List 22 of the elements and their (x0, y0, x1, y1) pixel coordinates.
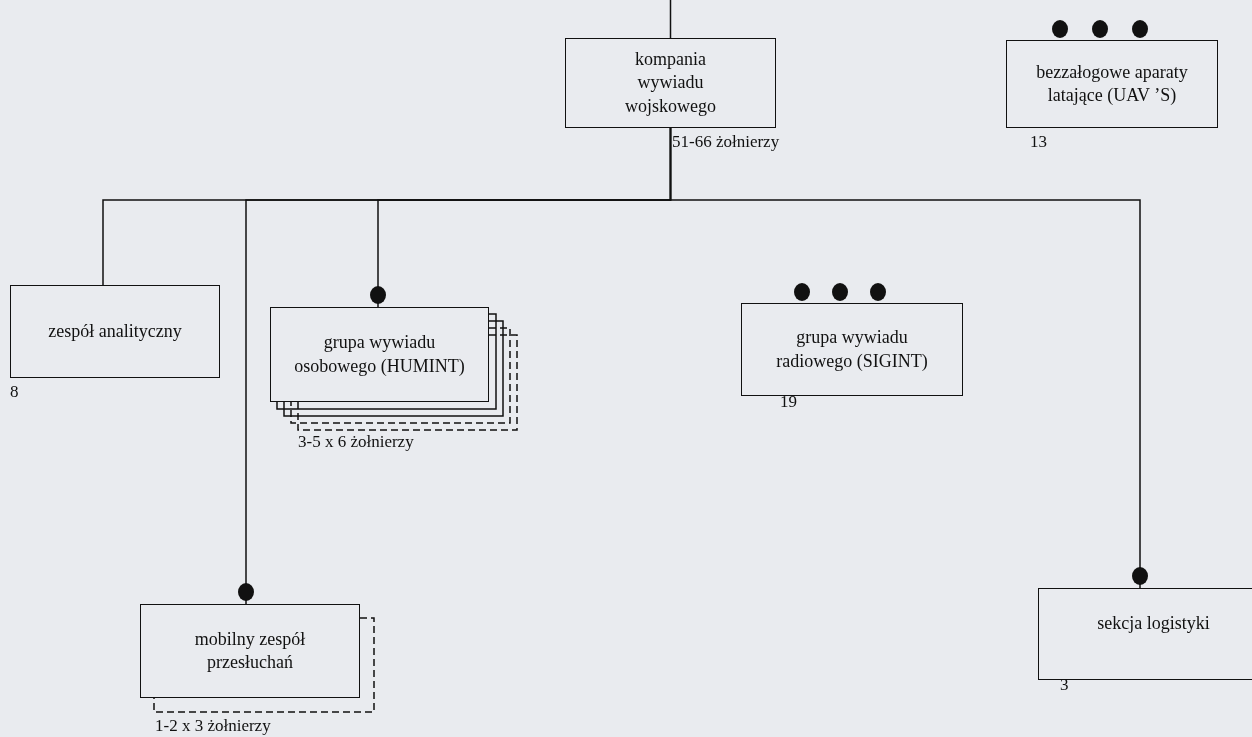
unit-box (270, 307, 489, 402)
unit-name: grupa wywiadu radiowego (SIGINT) (775, 326, 929, 373)
headcount-label: 1-2 x 3 żołnierzy (155, 716, 271, 736)
connector-line (669, 127, 1148, 589)
headcount-label: 13 (1030, 132, 1047, 152)
headcount-label: 19 (780, 392, 797, 412)
unit-name: mobilny zespół przesłuchań (193, 627, 307, 674)
unit-name: zespół analityczny (47, 319, 183, 343)
headcount-label: 8 (10, 382, 19, 402)
unit-name: sekcja logistyki (1096, 612, 1211, 636)
unit-name: bezzałogowe aparaty latające (UAV ’S) (1035, 60, 1189, 107)
unit-box (741, 303, 963, 396)
unit-box (1006, 40, 1218, 128)
unit-box (10, 285, 220, 378)
unit-box (1038, 588, 1252, 680)
headcount-label: 3-5 x 6 żołnierzy (298, 432, 414, 452)
connector-line (669, 0, 672, 39)
unit-name: kompania wywiadu wojskowego (624, 47, 717, 118)
unit-box (565, 38, 776, 128)
unit-name: grupa wywiadu osobowego (HUMINT) (293, 331, 466, 378)
unit-box (140, 604, 360, 698)
headcount-label: 51-66 żołnierzy (672, 132, 780, 152)
